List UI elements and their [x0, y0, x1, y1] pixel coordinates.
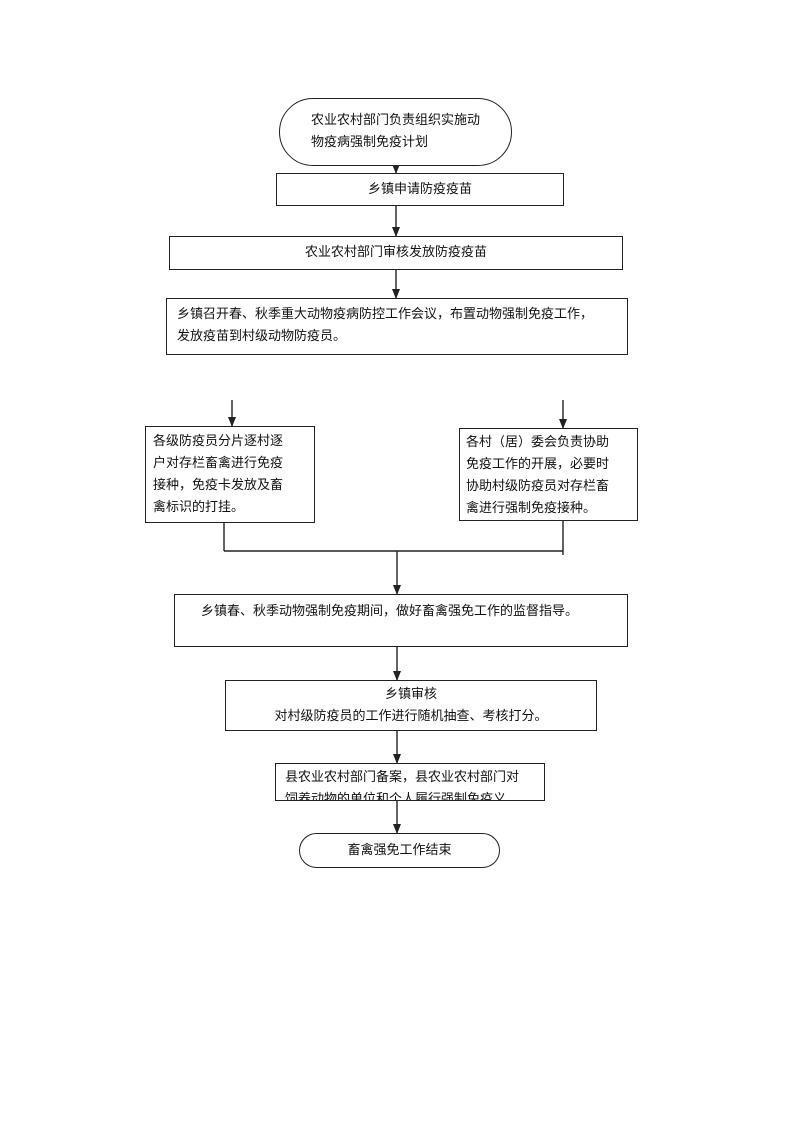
end-node: 畜禽强免工作结束	[299, 833, 500, 868]
left-branch-box: 各级防疫员分片逐村逐 户对存栏畜禽进行免疫 接种，免疫卡发放及畜 禽标识的打挂。	[145, 426, 315, 523]
start-line-2: 物疫病强制免疫计划	[310, 135, 428, 150]
right-branch-line-2: 免疫工作的开展，必要时	[466, 457, 610, 472]
record-line-1: 县农业农村部门备案，县农业农村部门对	[285, 770, 520, 785]
audit-line-2: 对村级防疫员的工作进行随机抽查、考核打分。	[274, 708, 548, 724]
left-branch-line-4: 禽标识的打挂。	[153, 500, 245, 515]
meeting-line-2: 发放疫苗到村级动物防疫员。	[177, 329, 347, 344]
right-branch-line-4: 禽进行强制免疫接种。	[466, 501, 597, 516]
record-line-2: 饲养动物的单位和个人履行强制免疫义	[285, 792, 507, 801]
audit-line-1: 乡镇审核	[384, 686, 437, 702]
start-line-1: 农业农村部门负责组织实施动	[310, 113, 480, 128]
left-branch-line-2: 户对存栏畜禽进行免疫	[153, 456, 284, 471]
right-branch-box: 各村（居）委会负责协助 免疫工作的开展，必要时 协助村级防疫员对存栏畜 禽进行强…	[459, 428, 638, 521]
right-branch-line-3: 协助村级防疫员对存栏畜	[466, 479, 610, 494]
end-text: 畜禽强免工作结束	[347, 842, 452, 858]
review-vaccine-text: 农业农村部门审核发放防疫疫苗	[304, 245, 487, 260]
right-branch-line-1: 各村（居）委会负责协助	[466, 435, 610, 450]
left-branch-line-3: 接种，免疫卡发放及畜	[153, 478, 284, 493]
record-box: 县农业农村部门备案，县农业农村部门对 饲养动物的单位和个人履行强制免疫义	[275, 763, 545, 801]
left-branch-line-1: 各级防疫员分片逐村逐	[153, 434, 284, 449]
meeting-box: 乡镇召开春、秋季重大动物疫病防控工作会议，布置动物强制免疫工作， 发放疫苗到村级…	[166, 298, 628, 355]
apply-vaccine-text: 乡镇申请防疫疫苗	[367, 181, 472, 197]
meeting-line-1: 乡镇召开春、秋季重大动物疫病防控工作会议，布置动物强制免疫工作，	[177, 307, 594, 322]
apply-vaccine-box: 乡镇申请防疫疫苗	[276, 173, 564, 206]
supervise-box: 乡镇春、秋季动物强制免疫期间，做好畜禽强免工作的监督指导。	[174, 594, 628, 647]
start-node: 农业农村部门负责组织实施动 物疫病强制免疫计划	[279, 98, 512, 166]
audit-box: 乡镇审核 对村级防疫员的工作进行随机抽查、考核打分。	[225, 680, 597, 731]
review-vaccine-box: 农业农村部门审核发放防疫疫苗	[169, 236, 623, 270]
supervise-text: 乡镇春、秋季动物强制免疫期间，做好畜禽强免工作的监督指导。	[201, 604, 579, 619]
